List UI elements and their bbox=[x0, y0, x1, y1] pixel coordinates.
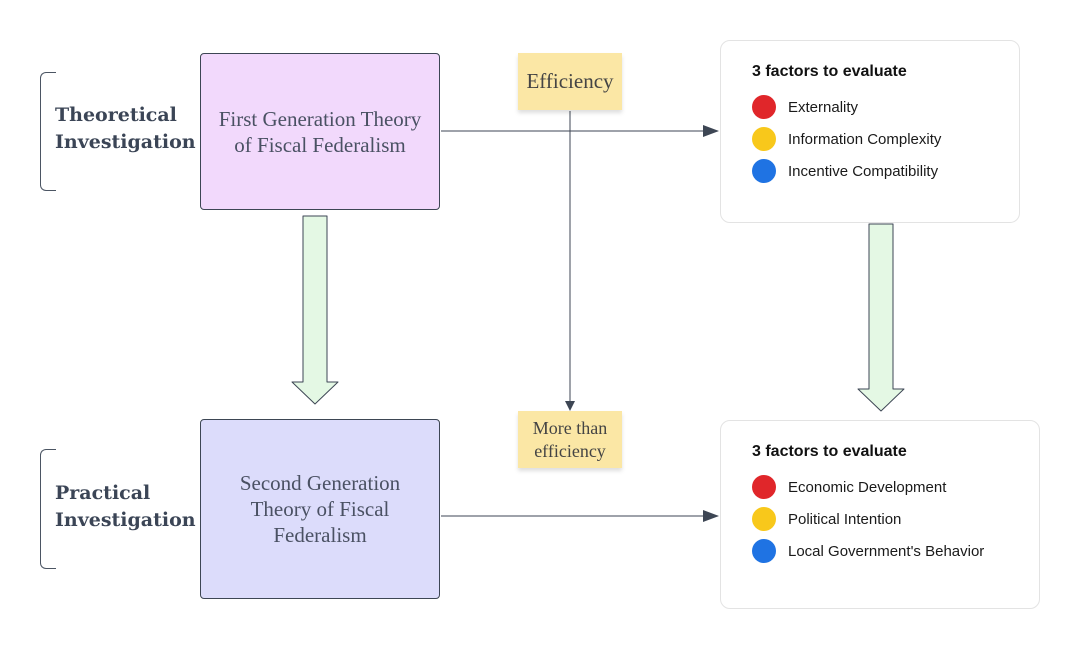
card-title: 3 factors to evaluate bbox=[752, 63, 907, 80]
factor-label: Incentive Compatibility bbox=[788, 162, 939, 180]
factor-item: Local Government's Behavior bbox=[752, 535, 1039, 567]
factor-label: Political Intention bbox=[788, 510, 902, 528]
red-dot-icon bbox=[752, 475, 776, 499]
note-efficiency-label: Efficiency bbox=[526, 69, 614, 93]
bracket-theoretical bbox=[40, 72, 56, 191]
flow-arrow-card1-to-card2 bbox=[857, 223, 905, 412]
factor-item: Incentive Compatibility bbox=[752, 155, 1019, 187]
note-more-than-efficiency-label: More than efficiency bbox=[532, 417, 608, 461]
blue-dot-icon bbox=[752, 539, 776, 563]
factor-item: Externality bbox=[752, 91, 1019, 123]
box-second-generation-theory[interactable]: Second Generation Theory of Fiscal Feder… bbox=[200, 419, 440, 599]
factor-item: Information Complexity bbox=[752, 123, 1019, 155]
box-first-generation-label: First Generation Theory of Fiscal Federa… bbox=[218, 106, 422, 157]
factor-label: Externality bbox=[788, 98, 859, 116]
note-efficiency[interactable]: Efficiency bbox=[518, 53, 622, 110]
factor-label: Information Complexity bbox=[788, 130, 942, 148]
bracket-practical bbox=[40, 449, 56, 569]
factor-item: Political Intention bbox=[752, 503, 1039, 535]
note-more-than-efficiency[interactable]: More than efficiency bbox=[518, 411, 622, 468]
yellow-dot-icon bbox=[752, 127, 776, 151]
factor-item: Economic Development bbox=[752, 471, 1039, 503]
label-practical-investigation: Practical Investigation bbox=[55, 482, 196, 531]
box-first-generation-theory[interactable]: First Generation Theory of Fiscal Federa… bbox=[200, 53, 440, 210]
yellow-dot-icon bbox=[752, 507, 776, 531]
label-theoretical-investigation: Theoretical Investigation bbox=[55, 104, 196, 153]
factor-label: Economic Development bbox=[788, 478, 947, 496]
box-second-generation-label: Second Generation Theory of Fiscal Feder… bbox=[239, 471, 401, 547]
red-dot-icon bbox=[752, 95, 776, 119]
factors-card-first-generation[interactable]: 3 factors to evaluate Externality Inform… bbox=[720, 40, 1020, 223]
flow-arrow-first-to-second bbox=[291, 215, 339, 405]
blue-dot-icon bbox=[752, 159, 776, 183]
factors-card-second-generation[interactable]: 3 factors to evaluate Economic Developme… bbox=[720, 420, 1040, 609]
card-title: 3 factors to evaluate bbox=[752, 443, 907, 460]
factor-label: Local Government's Behavior bbox=[788, 542, 985, 560]
